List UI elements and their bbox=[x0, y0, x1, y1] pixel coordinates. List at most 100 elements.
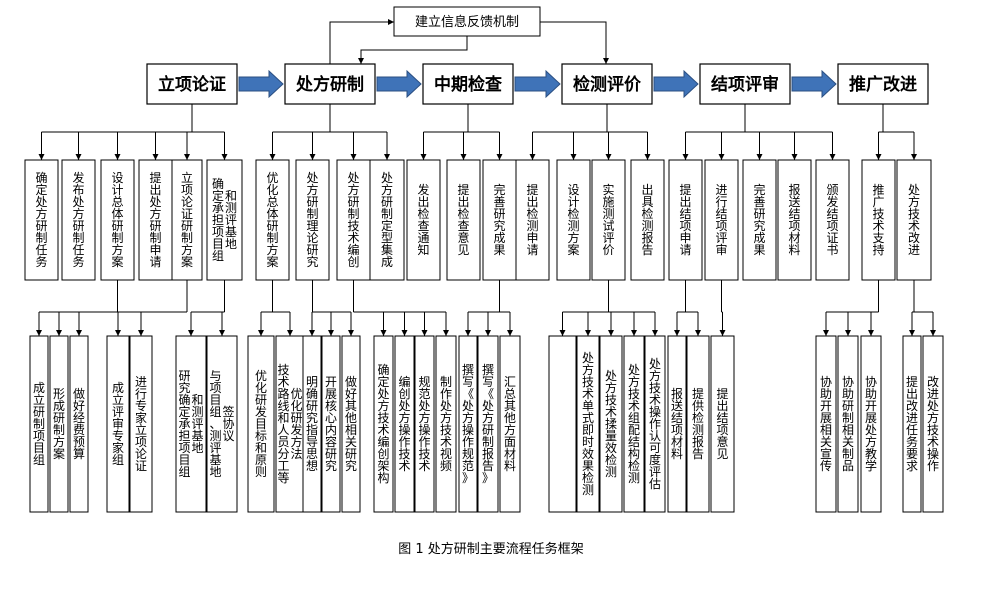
subtask-s21: 处方技术单式即时效果检测 bbox=[576, 335, 600, 513]
task-t10-label: 处方研制定型集成 bbox=[381, 171, 393, 269]
subtask-s20 bbox=[548, 335, 577, 513]
feedback-arrowhead-out bbox=[603, 58, 609, 64]
subtask-s3: 做好经费预算 bbox=[69, 335, 89, 513]
sub-arrowhead bbox=[443, 330, 449, 336]
subtask-s1: 成立研制项目组 bbox=[29, 335, 49, 513]
subtask-s23-label: 处方技术组配结构检测 bbox=[628, 363, 640, 485]
sub-arrowhead bbox=[585, 330, 591, 336]
task-t13: 完善研究成果 bbox=[482, 159, 517, 281]
task-t18-frame bbox=[668, 159, 703, 281]
subtask-s12: 做好其他相关研究 bbox=[341, 335, 361, 513]
sub-arrowhead bbox=[287, 330, 293, 336]
subtask-s24: 处方技术操作认可度评估 bbox=[644, 335, 666, 513]
task-t1: 确定处方研制任务 bbox=[24, 159, 59, 281]
subtask-s1-frame bbox=[29, 335, 49, 513]
sub-arrowhead bbox=[909, 330, 915, 336]
sub-arrowhead bbox=[608, 330, 614, 336]
task-arrowhead bbox=[221, 154, 228, 160]
subtask-s16-frame bbox=[435, 335, 457, 513]
task-t15-frame bbox=[556, 159, 591, 281]
subtask-s30-frame bbox=[860, 335, 882, 513]
phase-label: 推广改进 bbox=[849, 74, 917, 95]
task-t24: 处方技术改进 bbox=[896, 159, 932, 281]
task-t23: 推广技术支持 bbox=[861, 159, 896, 281]
subtask-s8-frame bbox=[247, 335, 275, 513]
sub-arrowhead bbox=[631, 330, 637, 336]
subtask-s12-frame bbox=[341, 335, 361, 513]
subtask-s4: 成立评审专家组 bbox=[106, 335, 130, 513]
phase-label: 立项论证 bbox=[158, 74, 226, 95]
subtask-s30: 协助开展处方教学 bbox=[860, 335, 882, 513]
phase-label: 结项评审 bbox=[711, 74, 779, 95]
task-arrowhead bbox=[829, 154, 836, 160]
subtask-s32-label: 改进处方技术操作 bbox=[927, 375, 939, 473]
task-t12-frame bbox=[446, 159, 481, 281]
subtask-s13-label: 确定处方技术编创架构 bbox=[377, 363, 389, 485]
subtask-s6-label: 和测评基地 bbox=[191, 393, 203, 455]
subtask-s6-frame bbox=[175, 335, 207, 513]
subtask-s23: 处方技术组配结构检测 bbox=[623, 335, 645, 513]
subtask-s7-label: 签协议 bbox=[222, 404, 234, 443]
figure-caption: 图 1 处方研制主要流程任务框架 bbox=[398, 541, 584, 557]
task-t3: 设计总体研制方案 bbox=[100, 159, 135, 281]
sub-arrowhead bbox=[309, 330, 315, 336]
task-t9-label: 处方研制技术编创 bbox=[347, 171, 359, 269]
feedback-label: 建立信息反馈机制 bbox=[415, 14, 519, 30]
task-t5-label: 立项论证研制方案 bbox=[181, 170, 193, 269]
task-t19: 进行结项评审 bbox=[704, 159, 739, 281]
sub-arrowhead bbox=[868, 330, 874, 336]
task-arrowhead bbox=[75, 154, 82, 160]
task-t17: 出具检测报告 bbox=[630, 159, 665, 281]
feedback-box bbox=[393, 6, 541, 37]
phase-p6: 推广改进 bbox=[837, 63, 929, 105]
task-t10: 处方研制定型集成 bbox=[369, 159, 405, 281]
subtask-s32-frame bbox=[922, 335, 944, 513]
task-arrowhead bbox=[791, 154, 798, 160]
subtask-s1-label: 成立研制项目组 bbox=[33, 381, 45, 467]
sub-arrowhead bbox=[328, 330, 334, 336]
subtask-s26: 提供检测报告 bbox=[686, 335, 710, 513]
task-t23-label: 推广技术支持 bbox=[872, 183, 884, 257]
task-t21-label: 报送结项材料 bbox=[788, 182, 800, 257]
task-t2: 发布处方研制任务 bbox=[61, 159, 96, 281]
sub-arrowhead bbox=[36, 330, 42, 336]
subtask-s12-label: 做好其他相关研究 bbox=[345, 374, 357, 473]
phase-box bbox=[837, 63, 929, 105]
task-t21-frame bbox=[777, 159, 812, 281]
task-arrowhead bbox=[38, 154, 45, 160]
task-t20-frame bbox=[742, 159, 777, 281]
subtask-s14-frame bbox=[394, 335, 415, 513]
subtask-s31-label: 提出改进任务要求 bbox=[906, 374, 918, 473]
task-t4: 提出处方研制申请 bbox=[138, 159, 173, 281]
subtask-s13: 确定处方技术编创架构 bbox=[373, 335, 394, 513]
sub-arrowhead bbox=[845, 330, 851, 336]
subtask-s21-frame bbox=[576, 335, 600, 513]
subtask-s18-frame bbox=[477, 335, 499, 513]
subtask-s8: 优化研发目标和原则 bbox=[247, 335, 275, 513]
subtask-s13-frame bbox=[373, 335, 394, 513]
task-t13-frame bbox=[482, 159, 517, 281]
task-arrowhead bbox=[570, 154, 577, 160]
task-arrowhead bbox=[644, 154, 651, 160]
phase-p5: 结项评审 bbox=[699, 63, 791, 105]
subtask-s9-frame bbox=[275, 335, 305, 513]
subtask-s18: 撰写《处方研制报告》 bbox=[477, 335, 499, 513]
subtask-s14-label: 编创处方操作技术 bbox=[398, 374, 410, 473]
task-arrowhead bbox=[718, 154, 725, 160]
subtask-s27-label: 提出结项意见 bbox=[716, 386, 728, 461]
task-arrowhead bbox=[496, 154, 503, 160]
task-t3-label: 设计总体研制方案 bbox=[111, 171, 123, 269]
subtask-s28-label: 协助开展相关宣传 bbox=[820, 374, 832, 473]
task-t16: 实施测试评价 bbox=[591, 159, 626, 281]
subtask-s19: 汇总其他方面材料 bbox=[499, 335, 521, 513]
sub-arrowhead bbox=[674, 330, 680, 336]
task-t5-frame bbox=[171, 159, 203, 281]
sub-arrowhead bbox=[823, 330, 829, 336]
sub-arrowhead bbox=[258, 330, 264, 336]
subtask-s3-frame bbox=[69, 335, 89, 513]
subtask-s29-label: 协助研制相关制品 bbox=[842, 374, 854, 473]
task-t14-frame bbox=[515, 159, 550, 281]
subtask-s22-frame bbox=[599, 335, 623, 513]
